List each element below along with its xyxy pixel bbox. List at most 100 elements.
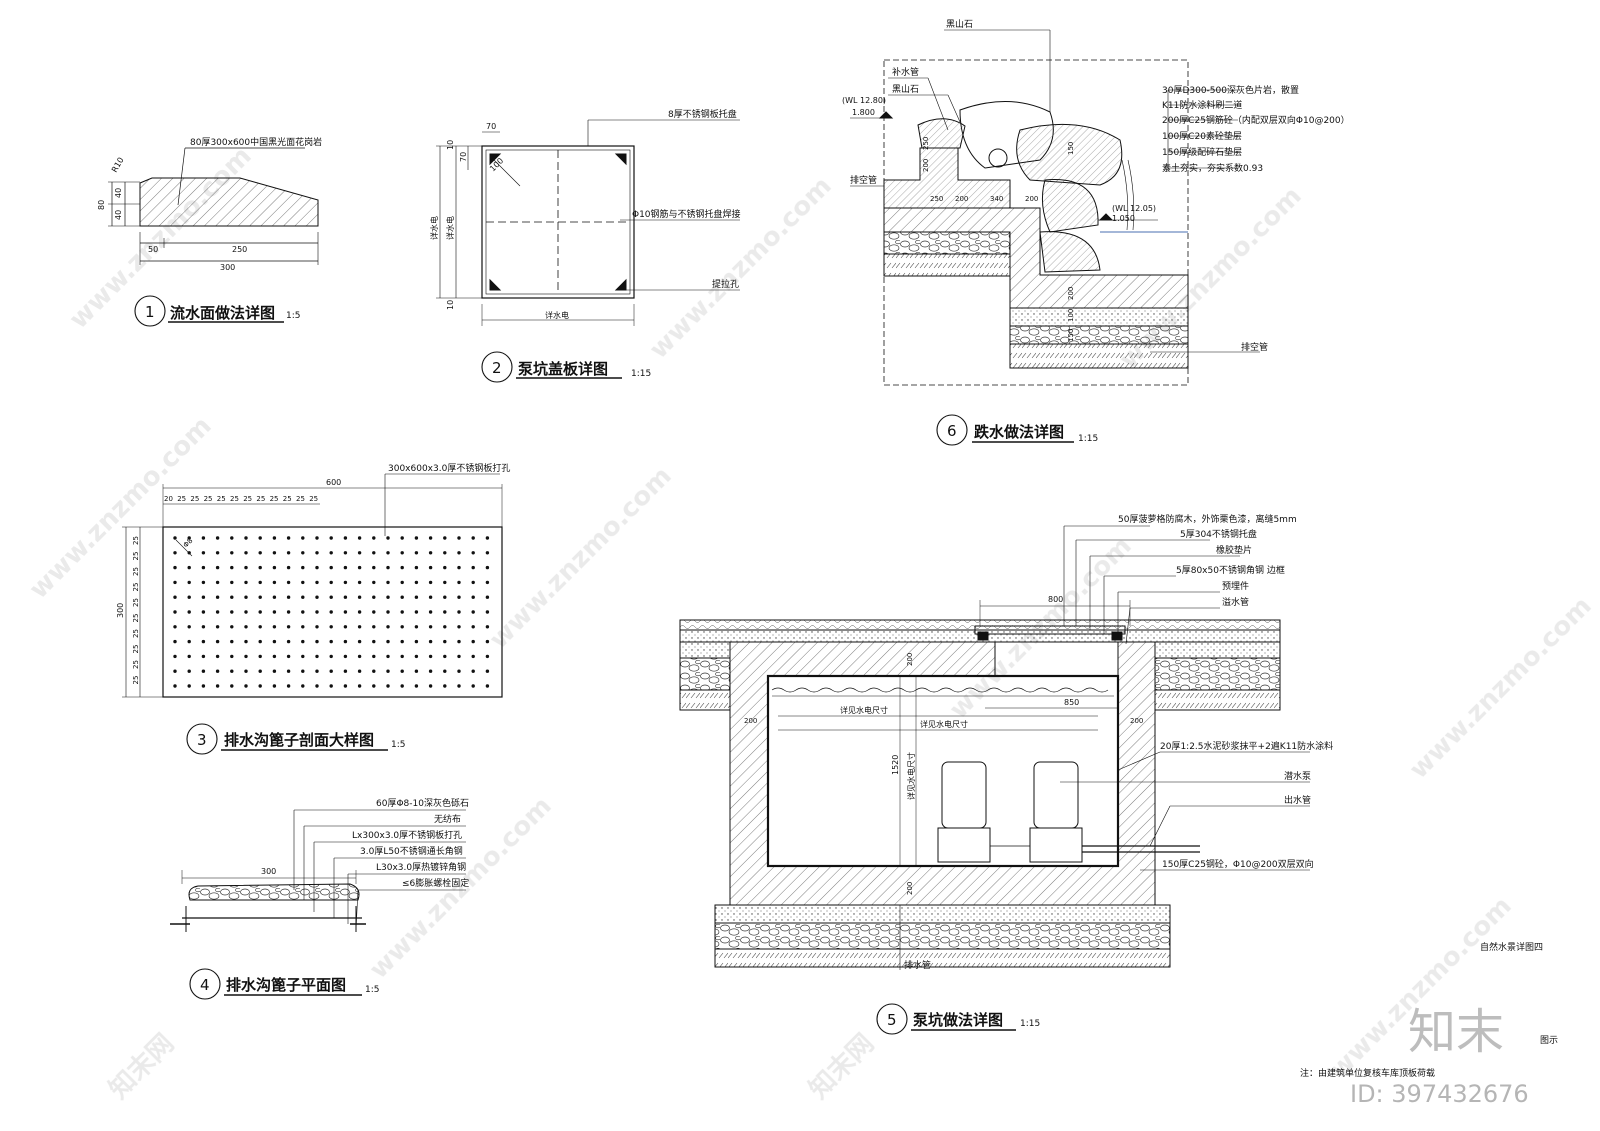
d6-label-stone-top: 黑山石 (946, 19, 973, 30)
grate-hole (414, 625, 419, 629)
grate-hole (230, 684, 234, 688)
grate-hole (343, 580, 348, 585)
detail-2-pump-cover (436, 119, 740, 383)
grate-hole (258, 669, 262, 673)
grate-hole (443, 610, 447, 614)
grate-hole (187, 610, 191, 614)
grate-hole (343, 610, 348, 614)
d1-dim-a: 40 (114, 188, 123, 198)
grate-hole (286, 551, 291, 555)
grate-hole (173, 684, 177, 688)
grate-hole (286, 639, 291, 644)
grate-hole (215, 565, 220, 570)
grate-hole (201, 654, 206, 659)
grate-hole (471, 639, 475, 644)
d2-scale: 1:15 (631, 369, 651, 379)
grate-hole (315, 639, 319, 644)
grate-hole (187, 669, 191, 673)
d1-number: 1 (145, 303, 155, 321)
grate-hole (457, 669, 461, 673)
grate-hole (329, 639, 333, 644)
detail-2-text: 8厚不锈钢板托盘 Φ10钢筋与不锈钢托盘焊接 提拉孔 70 70 100 详水电… (429, 108, 741, 379)
grate-hole (329, 654, 333, 659)
grate-hole (343, 684, 348, 688)
grate-hole (414, 669, 419, 673)
grate-hole (414, 610, 419, 614)
logo: 知末 (1408, 1004, 1504, 1060)
d1-dim-w-b: 250 (232, 245, 247, 254)
d6-dim: 340 (990, 195, 1003, 203)
grate-hole (386, 654, 390, 659)
grate-hole (215, 580, 220, 585)
grate-hole (414, 565, 419, 570)
grate-hole (201, 669, 206, 673)
grate-hole (230, 536, 234, 540)
d3-callout: 300x600x3.0厚不锈钢板打孔 (388, 462, 510, 474)
grate-hole (258, 625, 262, 629)
grate-hole (357, 654, 362, 659)
grate-hole (230, 654, 234, 659)
grate-hole (400, 565, 404, 570)
d6-level-a: (WL 12.80) (842, 96, 886, 105)
grate-hole (485, 610, 490, 614)
detail-4-text: 60厚Φ8-10深灰色砾石 无纺布 Lx300x3.0厚不锈钢板打孔 3.0厚L… (200, 797, 469, 995)
grate-hole (357, 669, 362, 673)
d3-top-dim: 25 (243, 495, 252, 503)
d3-top-dim: 25 (309, 495, 318, 503)
d2-dim-left: 详水电 (429, 216, 439, 240)
detail-5-pump-pit (679, 525, 1310, 1035)
grate-hole (173, 669, 177, 673)
d2-title: 泵坑盖板详图 (518, 360, 608, 378)
drawing-title: 自然水景详图四 (1480, 941, 1543, 953)
d2-dim-10b: 10 (446, 140, 455, 150)
grate-hole (315, 610, 319, 614)
d4-callout-3: 3.0厚L50不锈钢通长角钢 (360, 845, 463, 857)
d5-dim-c: 详见水电尺寸 (906, 752, 916, 800)
grate-hole (457, 565, 461, 570)
grate-hole (428, 669, 433, 673)
grate-hole (272, 595, 277, 599)
grate-hole (443, 536, 447, 540)
grate-hole (357, 565, 362, 570)
grate-hole-grid (173, 536, 490, 688)
grate-hole (386, 551, 390, 555)
grate-hole (386, 684, 390, 688)
grate-hole (357, 551, 362, 555)
grate-hole (400, 625, 404, 629)
grate-hole (414, 639, 419, 644)
grate-hole (215, 595, 220, 599)
grate-hole (372, 625, 376, 629)
grate-hole (272, 669, 277, 673)
grate-hole (301, 565, 305, 570)
d5-callout-4: 预埋件 (1222, 580, 1249, 592)
grate-hole (400, 580, 404, 585)
detail-1-text: 80厚300x600中国黑光面花岗岩 R10 80 40 40 50 250 3… (97, 136, 322, 322)
grate-hole (272, 536, 277, 540)
d6-label-supply: 补水管 (892, 66, 919, 78)
d6-dim: 200 (1067, 287, 1075, 300)
watermark-text: 知末网 (804, 1029, 880, 1105)
d5-dim-200c: 200 (906, 653, 914, 666)
grate-hole (457, 580, 461, 585)
d2-dim-70: 70 (486, 122, 496, 131)
note: 注：由建筑单位复核车库顶板荷载 (1300, 1067, 1435, 1079)
grate-hole (372, 610, 376, 614)
grate-hole (471, 565, 475, 570)
grate-hole (485, 669, 490, 673)
d5-callout-3: 5厚80x50不锈钢角钢 边框 (1176, 564, 1285, 576)
grate-hole (329, 669, 333, 673)
grate-hole (201, 639, 206, 644)
grate-hole (258, 565, 262, 570)
grate-hole (443, 625, 447, 629)
d3-top-dim: 25 (204, 495, 213, 503)
grate-hole (428, 551, 433, 555)
grate-hole (443, 565, 447, 570)
grate-hole (329, 536, 333, 540)
d3-scale: 1:5 (391, 740, 405, 750)
grate-hole (357, 580, 362, 585)
grate-hole (244, 639, 248, 644)
d5-dim-200d: 200 (906, 882, 914, 895)
grate-hole (244, 684, 248, 688)
d6-level-d: 1.050 (1112, 214, 1135, 223)
d1-scale: 1:5 (286, 311, 300, 321)
